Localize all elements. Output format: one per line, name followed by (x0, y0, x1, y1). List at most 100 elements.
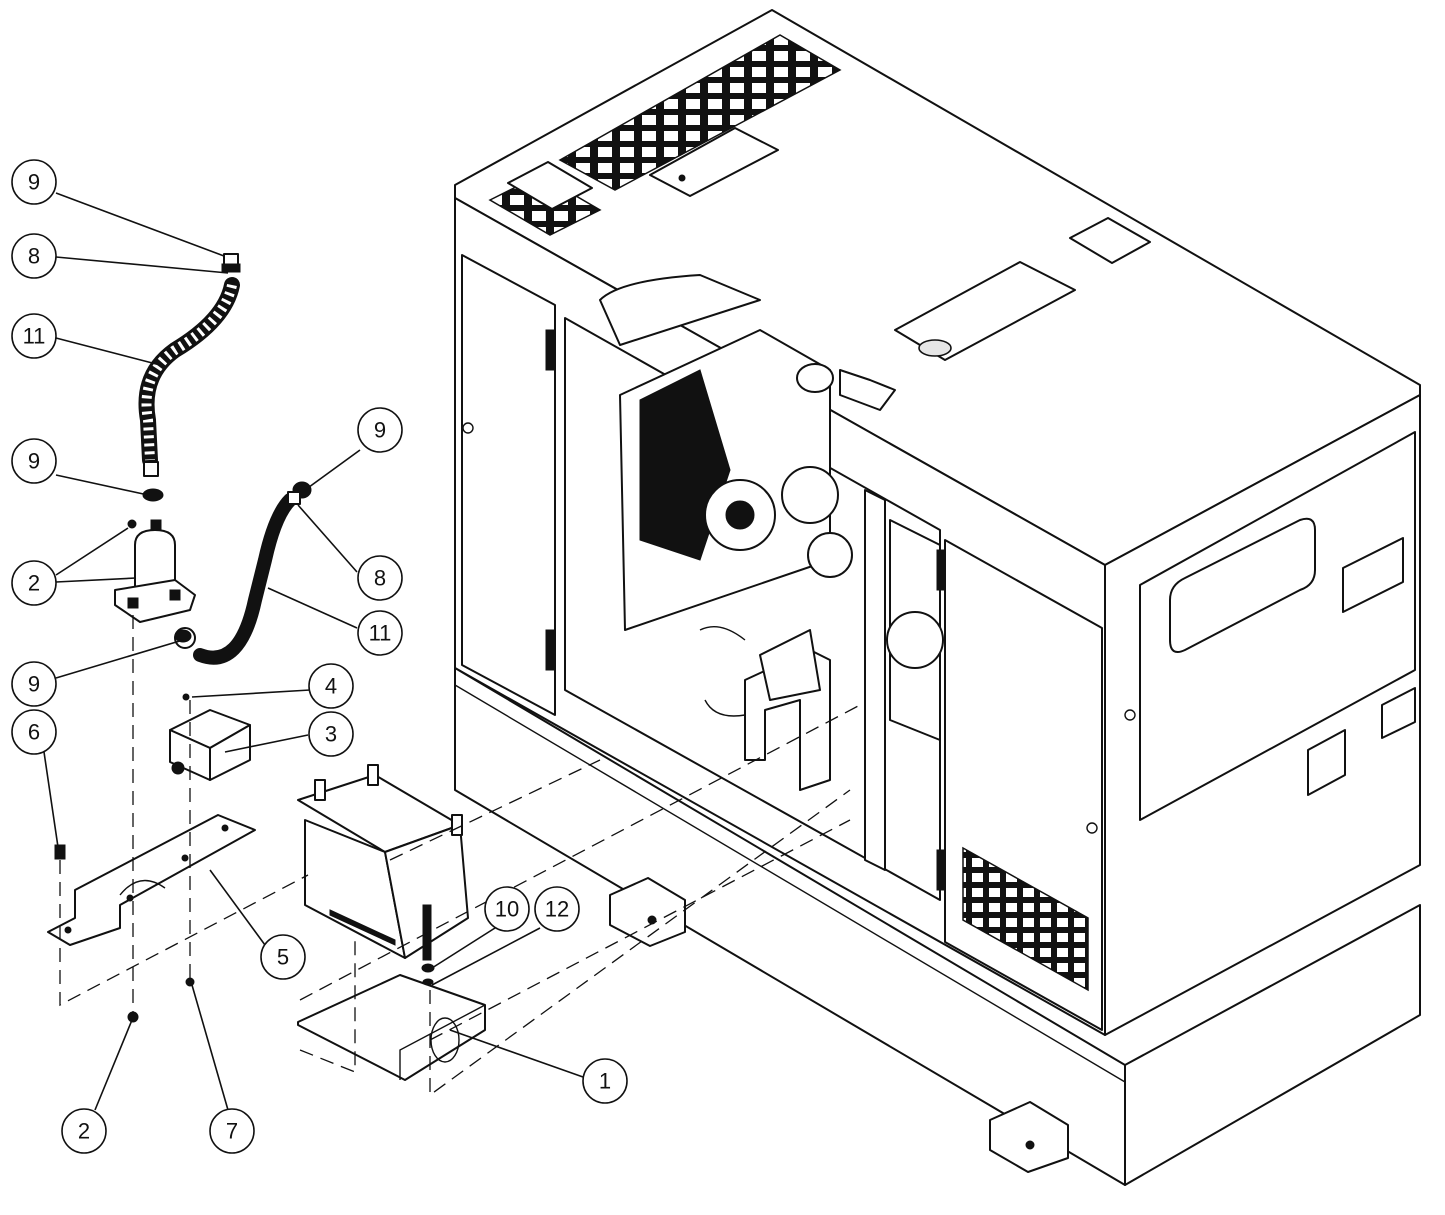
battery-terminal-a (314, 779, 326, 801)
hose-clamp-top (221, 263, 241, 273)
callout-label: 12 (545, 897, 569, 922)
bracket-hole-b (181, 854, 189, 862)
callout-label: 2 (78, 1119, 90, 1144)
engine-filter (807, 532, 853, 578)
bracket-mount-b (169, 589, 181, 601)
callout-4: 4 (308, 663, 354, 709)
foot-bolt-right (1025, 1140, 1035, 1150)
door-latch-left (462, 422, 474, 434)
leader-lines (43, 192, 584, 1111)
door-vent-grille (962, 846, 1089, 992)
lifting-foot-left (609, 877, 686, 947)
callout-2: 2 (11, 560, 57, 606)
engine-manifold (839, 369, 896, 411)
callout-label: 3 (325, 722, 337, 747)
callout-label: 2 (28, 571, 40, 596)
callout-label: 9 (28, 170, 40, 195)
hose-clamp-mid (142, 488, 164, 502)
callout-6: 6 (11, 709, 57, 755)
callout-8: 8 (11, 233, 57, 279)
engine-air-filter-cap (796, 363, 834, 393)
callout-label: 10 (495, 897, 519, 922)
fuel-hose-upper-rings (141, 283, 237, 461)
plate-screw (678, 174, 686, 182)
nut-7 (185, 977, 195, 987)
battery-side (384, 824, 469, 959)
door-hinge-lower (545, 629, 555, 671)
filter-bolt (127, 519, 137, 529)
nut-2 (127, 1011, 139, 1023)
hose-fitting-mid (143, 461, 159, 477)
callout-label: 11 (369, 621, 392, 646)
callout-1: 1 (582, 1058, 628, 1104)
callout-label: 1 (599, 1069, 611, 1094)
battery-label (329, 909, 396, 946)
callout-label: 8 (28, 244, 40, 269)
callout-9: 9 (11, 159, 57, 205)
fuel-hose-lower (193, 493, 297, 665)
bracket-mount-a (127, 597, 139, 609)
callout-label: 7 (226, 1119, 238, 1144)
end-panel-slot (1342, 537, 1404, 613)
fuel-hose-upper (138, 277, 240, 468)
door-hinge-right-upper (936, 549, 946, 591)
engine-pulley-hub (725, 500, 755, 530)
door-latch-right (1086, 822, 1098, 834)
callout-5: 5 (260, 934, 306, 980)
hose-clamp-low (174, 629, 192, 643)
end-panel-handle (1307, 729, 1346, 796)
nut-12 (422, 978, 434, 986)
callout-label: 11 (23, 324, 46, 349)
relay-screw (182, 693, 190, 701)
engine-right-pulley (886, 611, 944, 669)
hose-fitting-upper-right (287, 491, 301, 505)
roof-panel-small (507, 161, 593, 210)
generator-enclosure (454, 9, 1421, 1186)
callouts: 9 8 11 9 2 9 6 9 8 11 4 3 5 10 12 1 2 7 (11, 159, 628, 1154)
end-panel-latch (1124, 709, 1136, 721)
skid-edge-line (454, 684, 1126, 1083)
callout-label: 9 (374, 418, 386, 443)
battery-terminal-c (451, 814, 463, 836)
callout-9: 9 (11, 438, 57, 484)
callout-label: 5 (277, 945, 289, 970)
door-hinge-right-lower (936, 849, 946, 891)
air-intake-duct (599, 274, 761, 346)
roof-vent-grid (558, 34, 842, 191)
door-hinge-upper (545, 329, 555, 371)
bolt-6 (54, 844, 66, 860)
callout-label: 9 (28, 449, 40, 474)
return-line-internal (704, 699, 746, 717)
bracket-hole-c (221, 824, 229, 832)
bracket-hole-d (64, 926, 72, 934)
washer-10 (421, 963, 435, 973)
fuel-filter-bracket (114, 579, 196, 623)
battery-terminal-b (367, 764, 379, 786)
bracket-hole-a (126, 894, 134, 902)
exploded-parts (47, 253, 486, 1081)
relay-box-side (209, 724, 251, 781)
side-door-left (461, 254, 556, 716)
mounting-bracket (47, 814, 256, 946)
callout-11: 11 (11, 313, 57, 359)
end-panel-button (1381, 687, 1416, 739)
callout-3: 3 (308, 711, 354, 757)
base-skid-end (1124, 904, 1421, 1186)
roof-lift-hatch (1069, 217, 1151, 264)
callout-8: 8 (357, 555, 403, 601)
callout-11: 11 (357, 610, 403, 656)
callout-2: 2 (61, 1108, 107, 1154)
callout-label: 8 (374, 566, 386, 591)
enclosure-center-post (864, 489, 886, 871)
callout-10: 10 (484, 886, 530, 932)
tray-fold (399, 1004, 486, 1080)
callout-7: 7 (209, 1108, 255, 1154)
callout-label: 6 (28, 720, 40, 745)
callout-9: 9 (11, 661, 57, 707)
callout-label: 9 (28, 672, 40, 697)
battery-tray (297, 974, 486, 1081)
radiator-cap (918, 339, 952, 357)
callout-12: 12 (534, 886, 580, 932)
lifting-foot-right (989, 1101, 1069, 1173)
